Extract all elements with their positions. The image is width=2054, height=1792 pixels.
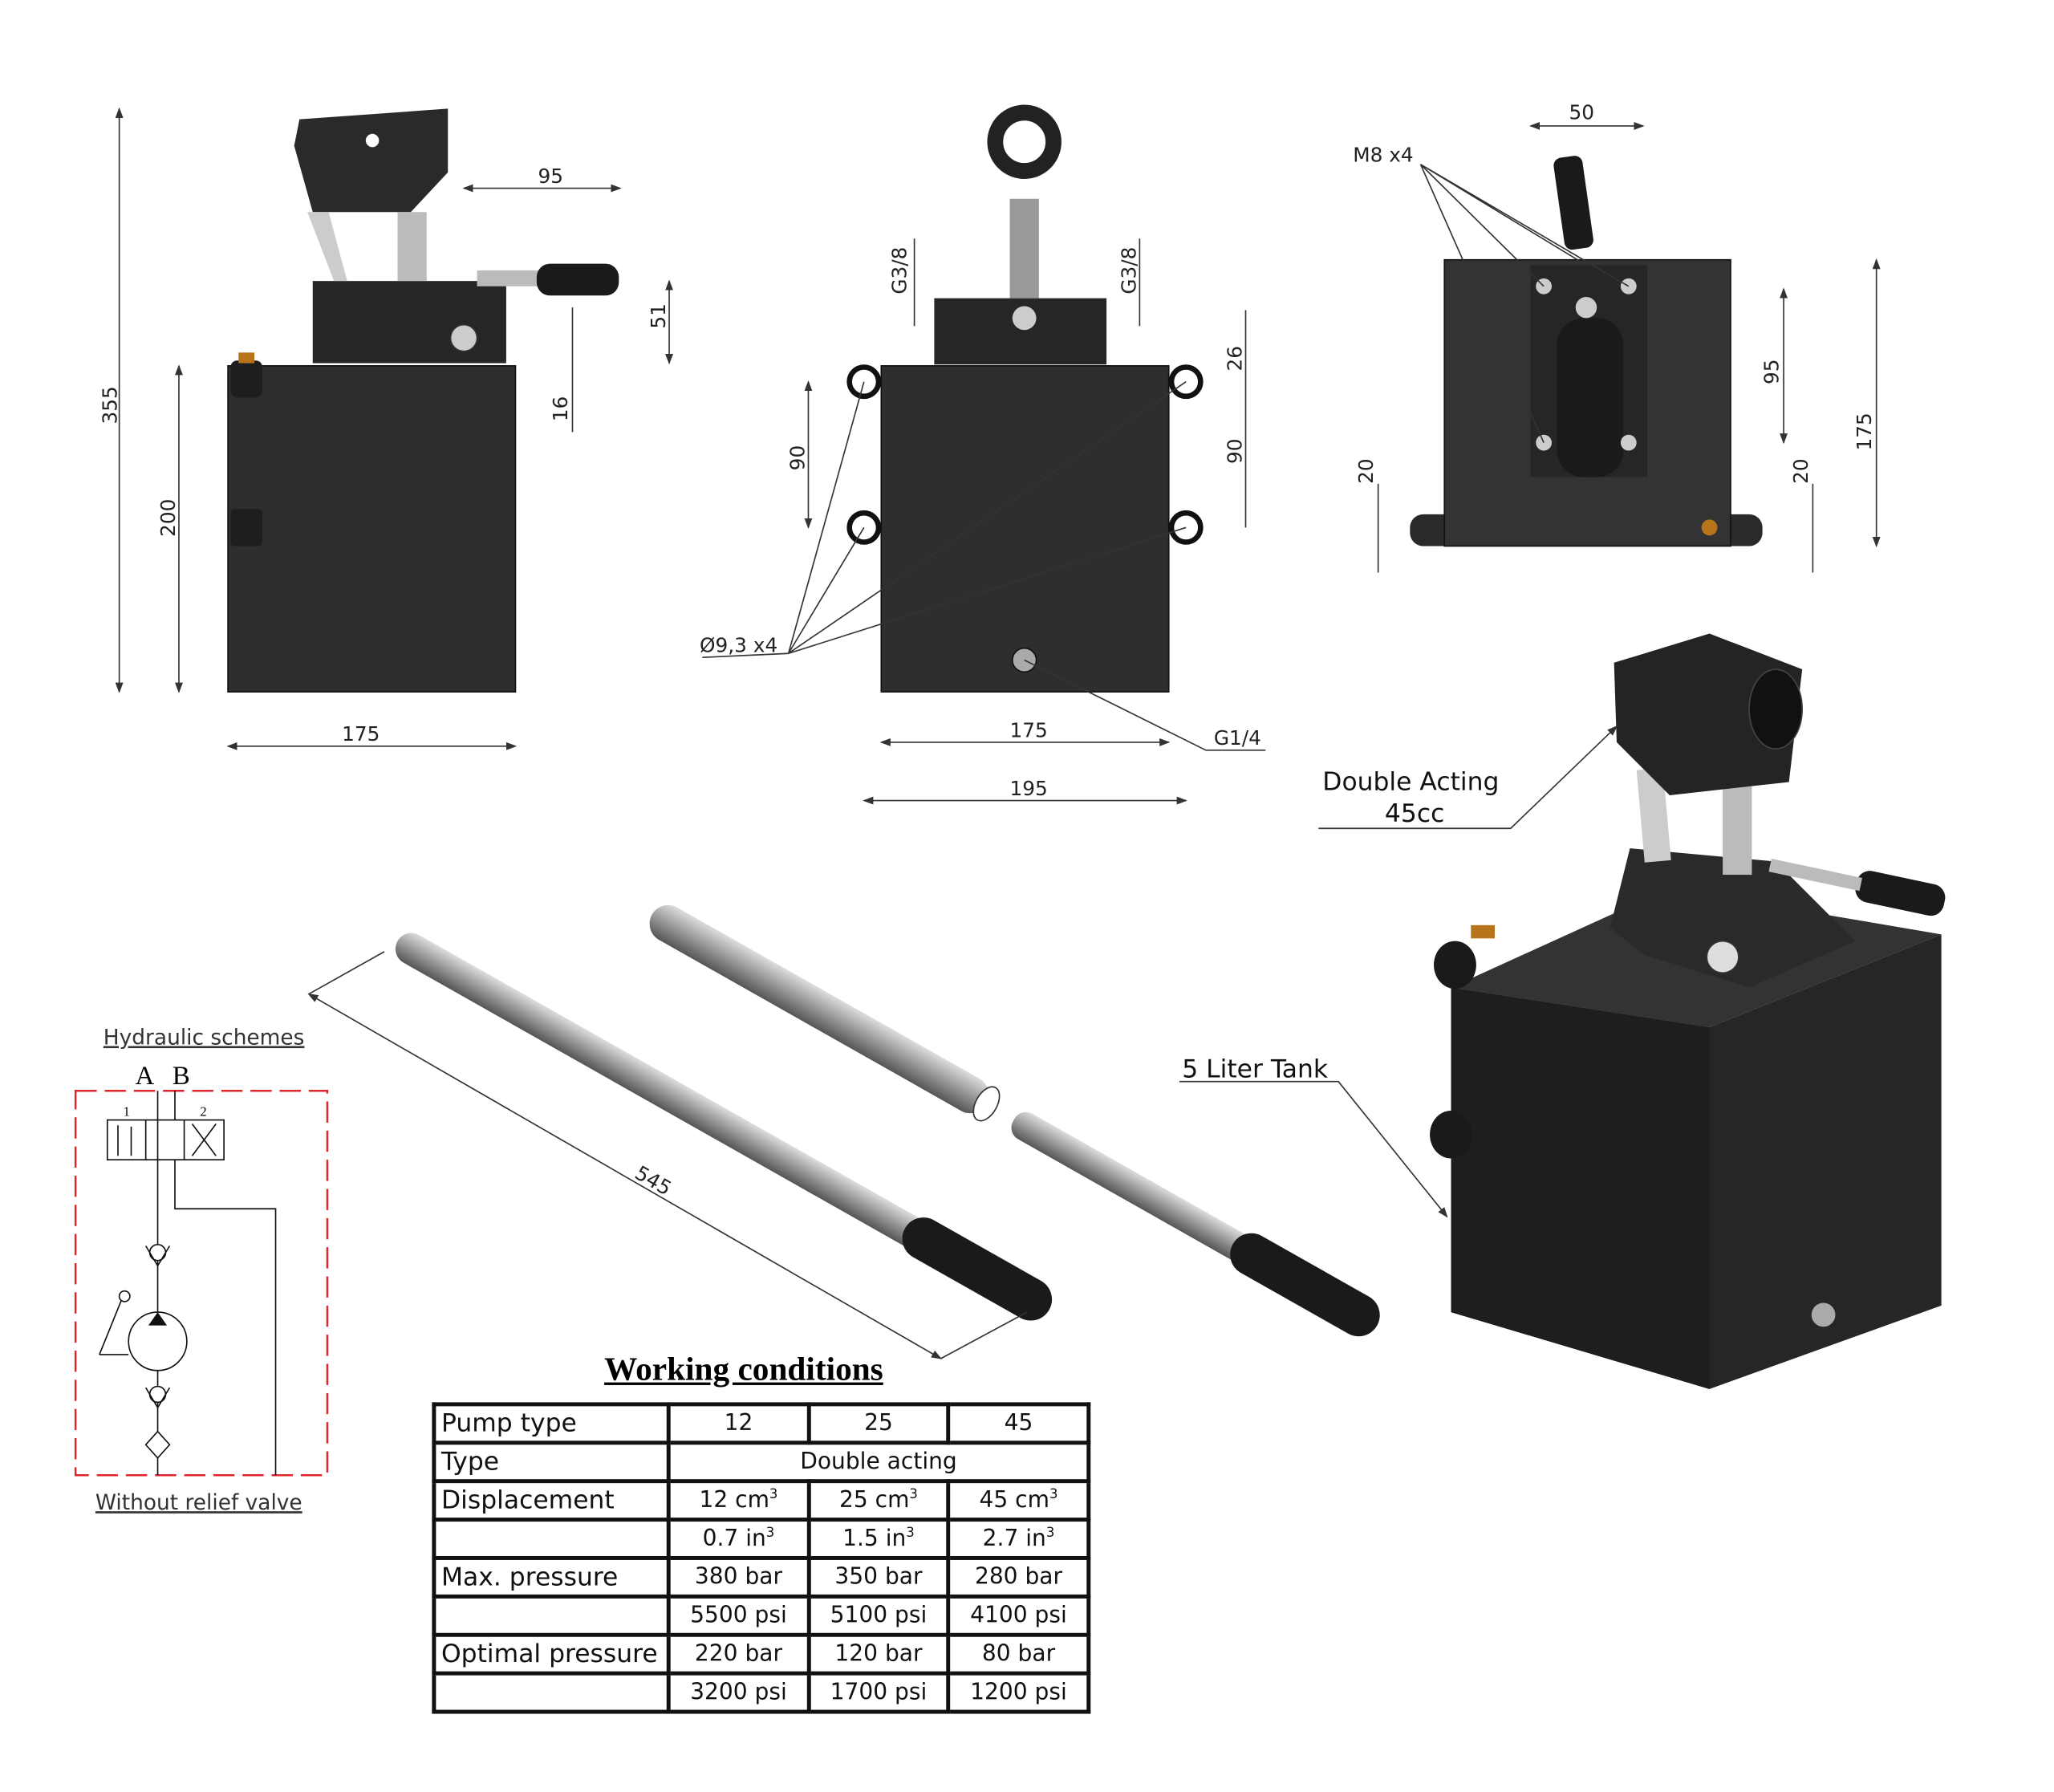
dim-90-left: 90 xyxy=(786,445,810,471)
cell: 25 cm3 xyxy=(806,1479,951,1522)
cell-value: 2.7 in xyxy=(982,1525,1046,1553)
row-label xyxy=(432,1594,671,1637)
cell: 45 xyxy=(946,1402,1091,1445)
port-left-label: G3/8 xyxy=(888,247,911,295)
dim-175: 175 xyxy=(1853,412,1876,450)
dim-port-height: 16 xyxy=(549,396,572,422)
cell: 12 xyxy=(666,1402,811,1445)
dim-front-width: 175 xyxy=(1010,718,1048,742)
superscript: 3 xyxy=(909,1487,918,1502)
dim-20-right: 20 xyxy=(1789,458,1812,484)
cell-value: 45 cm xyxy=(979,1487,1049,1514)
handle-tube xyxy=(649,904,1001,1122)
cell: 12 cm3 xyxy=(666,1479,811,1522)
row-label: Pump type xyxy=(432,1402,671,1445)
cell: 5500 psi xyxy=(666,1594,811,1637)
drain-port-label: G1/4 xyxy=(1214,726,1261,750)
cell-value: 0.7 in xyxy=(702,1525,766,1553)
row-label: Displacement xyxy=(432,1479,671,1522)
working-conditions-title: Working conditions xyxy=(604,1351,883,1388)
hydraulic-scheme: Hydraulic schemes A B 1 2 Without relief… xyxy=(74,1025,329,1515)
cell: 120 bar xyxy=(806,1632,951,1676)
cell-value: 1.5 in xyxy=(842,1525,907,1553)
isometric-pump: Double Acting 45cc 5 Liter Tank xyxy=(1179,633,1946,1389)
port-right-label: G3/8 xyxy=(1117,247,1140,295)
cell: 0.7 in3 xyxy=(666,1518,811,1560)
cell-value: 12 cm xyxy=(699,1487,769,1514)
bolts-label: M8 x4 xyxy=(1353,143,1413,166)
port-a-label: A xyxy=(135,1062,154,1091)
cell: 1.5 in3 xyxy=(806,1518,951,1560)
port-b-label: B xyxy=(173,1062,190,1091)
superscript: 3 xyxy=(769,1487,778,1502)
cell: 25 xyxy=(806,1402,951,1445)
cell: 2.7 in3 xyxy=(946,1518,1091,1560)
dim-handle-length: 545 xyxy=(631,1161,675,1201)
dim-tank-height: 200 xyxy=(156,499,180,537)
table-row: 0.7 in3 1.5 in3 2.7 in3 xyxy=(432,1518,1091,1560)
superscript: 3 xyxy=(1049,1487,1058,1502)
dim-90-right: 90 xyxy=(1224,439,1247,465)
cell: 45 cm3 xyxy=(946,1479,1091,1522)
row-label: Type xyxy=(432,1441,671,1484)
mount-holes-label: Ø9,3 x4 xyxy=(700,634,777,657)
cell: Double acting xyxy=(666,1441,1091,1484)
hydraulic-title: Hydraulic schemes xyxy=(104,1025,305,1050)
dim-top-width: 50 xyxy=(1569,101,1594,124)
top-view: 50 M8 x4 95 175 20 20 xyxy=(1353,101,1881,573)
cell: 350 bar xyxy=(806,1555,951,1599)
hydraulic-caption: Without relief valve xyxy=(95,1490,302,1515)
row-label: Optimal pressure xyxy=(432,1632,671,1676)
dim-front-width-total: 195 xyxy=(1010,777,1048,800)
position-1-label: 1 xyxy=(124,1104,130,1119)
dim-95: 95 xyxy=(1760,359,1783,384)
position-2-label: 2 xyxy=(200,1104,206,1119)
superscript: 3 xyxy=(765,1526,775,1541)
row-label: Max. pressure xyxy=(432,1555,671,1599)
dim-handle-height: 51 xyxy=(647,303,670,329)
side-view: 355 200 175 95 51 16 xyxy=(98,107,674,750)
cell: 4100 psi xyxy=(946,1594,1091,1637)
row-label xyxy=(432,1671,671,1714)
dim-height-total: 355 xyxy=(98,386,121,424)
pump-callout-line1: Double Acting xyxy=(1322,767,1499,796)
superscript: 3 xyxy=(1045,1526,1055,1541)
cell: 220 bar xyxy=(666,1632,811,1676)
handle-assembled xyxy=(395,933,1053,1321)
table-row: Displacement 12 cm3 25 cm3 45 cm3 xyxy=(432,1479,1091,1522)
superscript: 3 xyxy=(906,1526,915,1541)
dim-side-width: 175 xyxy=(342,722,380,746)
cell: 80 bar xyxy=(946,1632,1091,1676)
handle-grip xyxy=(1011,1111,1380,1337)
pump-callout-line2: 45cc xyxy=(1385,799,1444,828)
front-view: G3/8 G3/8 26 90 90 Ø9,3 x4 175 195 G1/4 xyxy=(700,104,1266,805)
dim-26: 26 xyxy=(1224,346,1247,372)
handle-parts: 545 xyxy=(307,904,1380,1359)
cell: 380 bar xyxy=(666,1555,811,1599)
cell: 280 bar xyxy=(946,1555,1091,1599)
cell: 1700 psi xyxy=(806,1671,951,1714)
dim-handle-reach: 95 xyxy=(538,165,564,188)
cell: 1200 psi xyxy=(946,1671,1091,1714)
cell-value: 25 cm xyxy=(838,1487,910,1514)
cell: 3200 psi xyxy=(666,1671,811,1714)
row-label xyxy=(432,1518,671,1560)
dim-20-left: 20 xyxy=(1354,458,1378,484)
tank-callout: 5 Liter Tank xyxy=(1182,1055,1329,1084)
cell: 5100 psi xyxy=(806,1594,951,1637)
